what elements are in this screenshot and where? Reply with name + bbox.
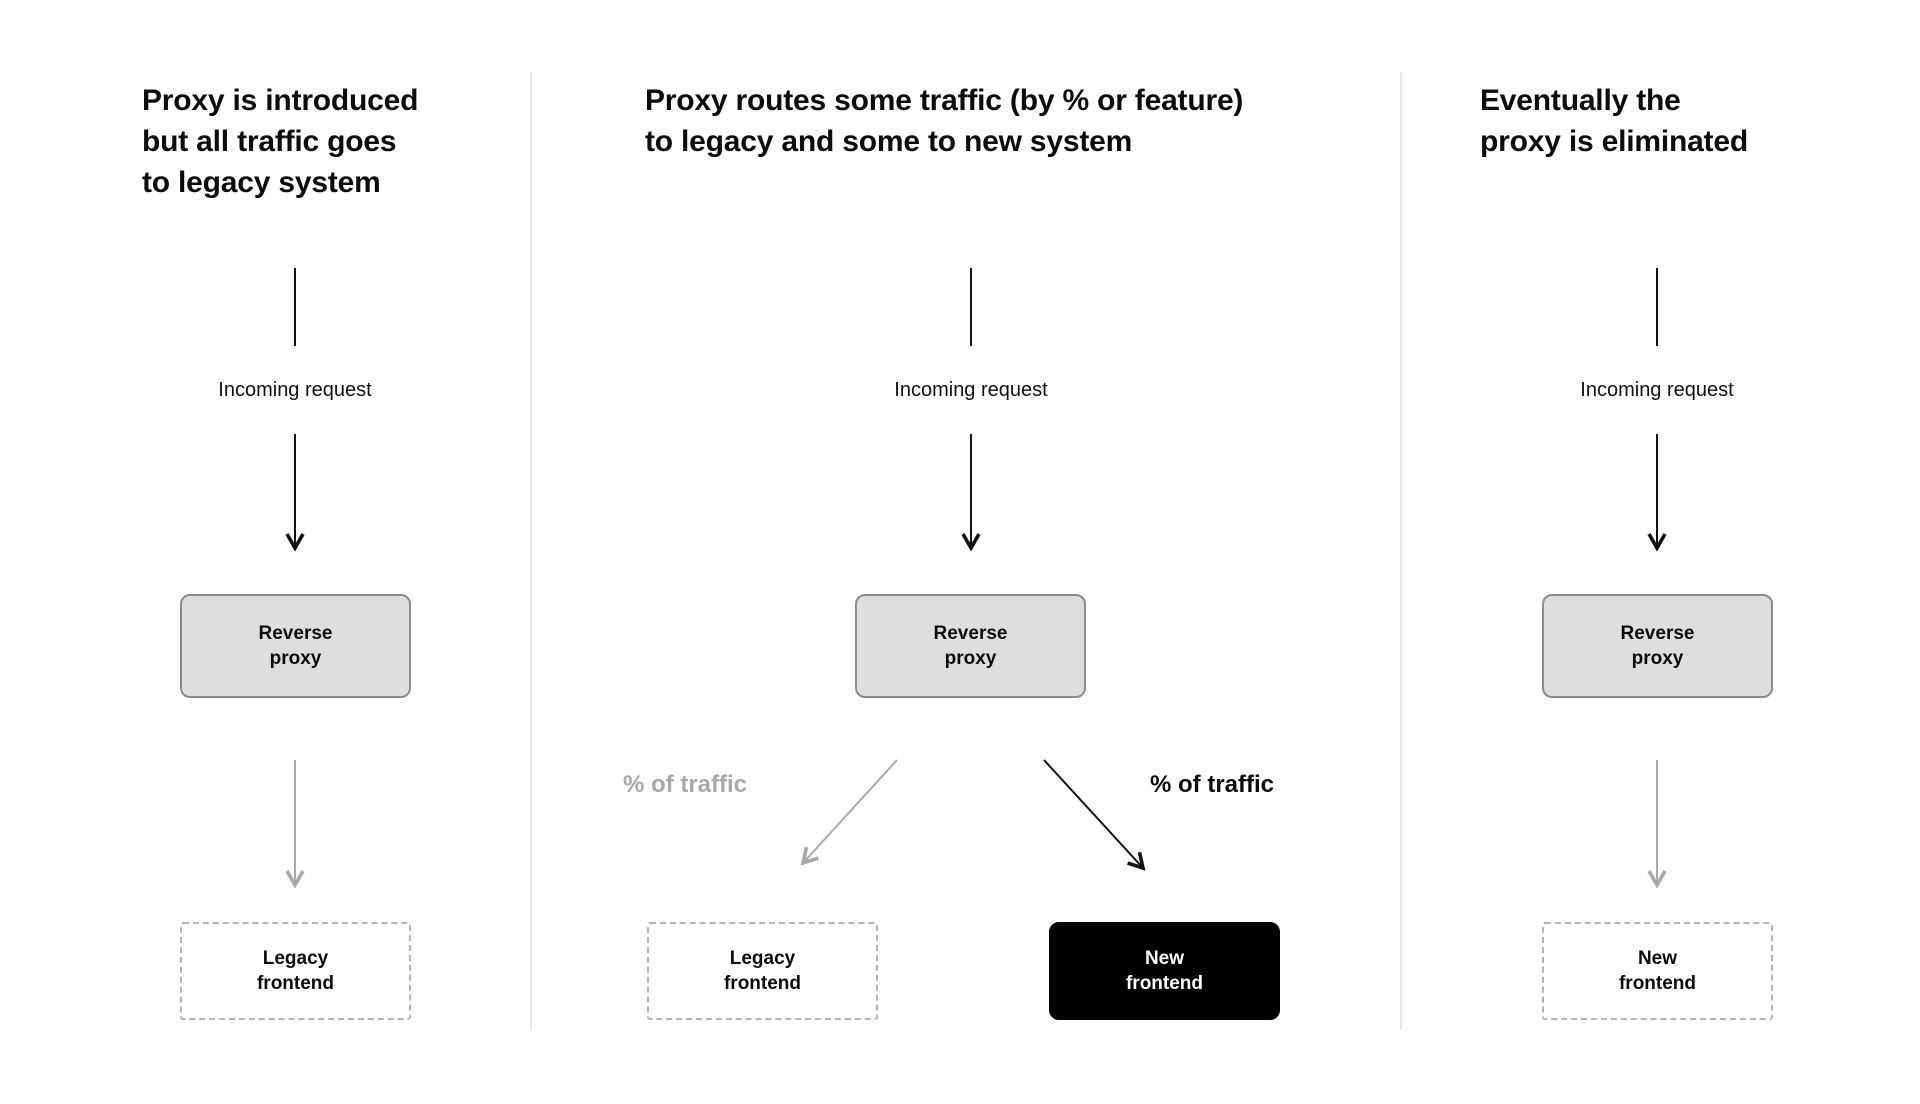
traffic-label-legacy-2: % of traffic (623, 771, 748, 798)
phase-column-3: Eventually the proxy is eliminated Incom… (1402, 0, 1920, 1104)
incoming-stem-1 (294, 268, 296, 346)
column-divider-2 (1400, 72, 1402, 1030)
incoming-stem-3 (1656, 268, 1658, 346)
incoming-request-label-2: Incoming request (894, 379, 1048, 401)
phase-3-heading: Eventually the proxy is eliminated (1480, 84, 1748, 158)
new-frontend-box-2[interactable]: New frontend (1049, 922, 1280, 1020)
phase-2-heading: Proxy routes some traffic (by % or featu… (645, 84, 1244, 158)
reverse-proxy-box-1[interactable]: Reverse proxy (180, 594, 411, 698)
incoming-stem-2 (970, 268, 972, 346)
legacy-frontend-box-1[interactable]: Legacy frontend (180, 922, 411, 1020)
incoming-request-label-3: Incoming request (1580, 379, 1734, 401)
reverse-proxy-box-3[interactable]: Reverse proxy (1542, 594, 1773, 698)
incoming-request-label-1: Incoming request (218, 379, 372, 401)
reverse-proxy-box-2[interactable]: Reverse proxy (855, 594, 1086, 698)
column-divider-1 (530, 72, 532, 1030)
traffic-label-new-2: % of traffic (1150, 771, 1275, 798)
new-frontend-box-3[interactable]: New frontend (1542, 922, 1773, 1020)
legacy-frontend-box-2[interactable]: Legacy frontend (647, 922, 878, 1020)
phase-column-2: Proxy routes some traffic (by % or featu… (532, 0, 1400, 1104)
phase-1-heading: Proxy is introduced but all traffic goes… (142, 84, 419, 199)
phase-column-1: Proxy is introduced but all traffic goes… (0, 0, 530, 1104)
